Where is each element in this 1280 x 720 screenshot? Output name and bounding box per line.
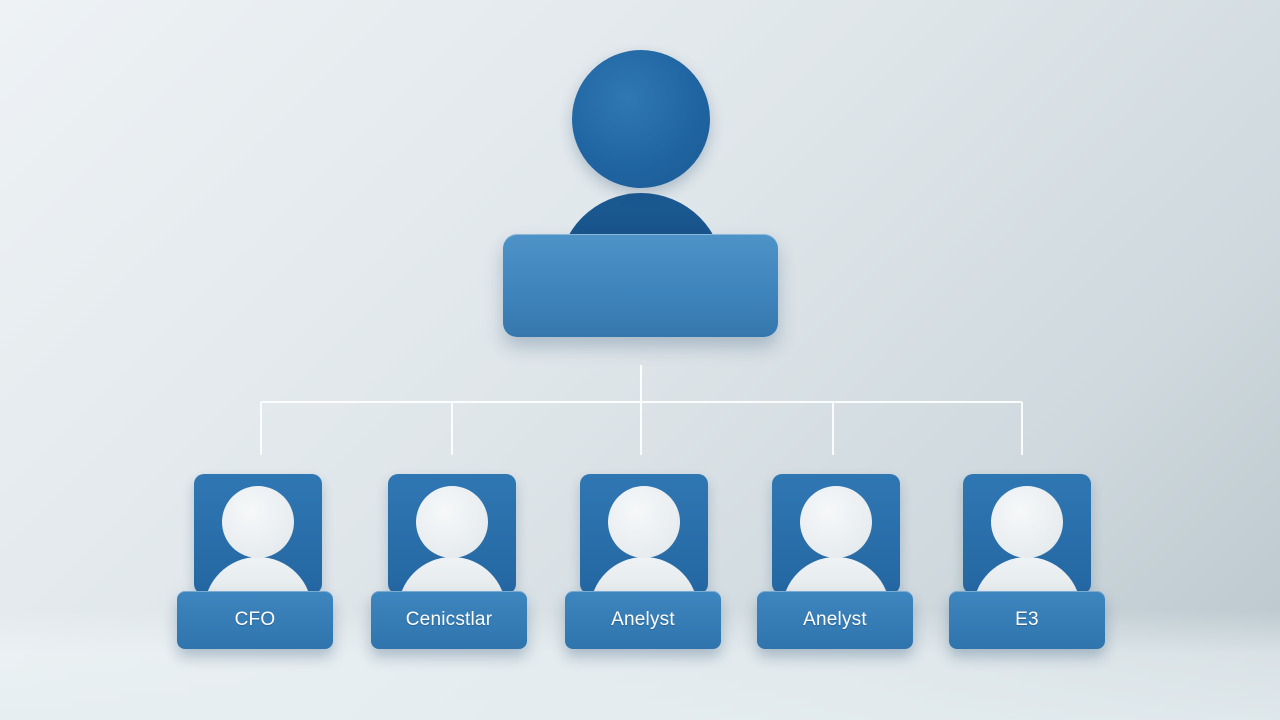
person-icon (222, 486, 294, 558)
person-card (580, 474, 708, 594)
person-body (782, 557, 890, 594)
person-icon (416, 486, 488, 558)
child-label: Anelyst (565, 591, 721, 649)
person-icon (991, 486, 1063, 558)
person-body (398, 557, 506, 594)
child-label: E3 (949, 591, 1105, 649)
child-label: Anelyst (757, 591, 913, 649)
person-body (204, 557, 312, 594)
person-body (973, 557, 1081, 594)
child-label: CFO (177, 591, 333, 649)
person-card (963, 474, 1091, 594)
person-body (590, 557, 698, 594)
person-icon (800, 486, 872, 558)
person-card (388, 474, 516, 594)
person-card (194, 474, 322, 594)
person-card (772, 474, 900, 594)
person-icon (608, 486, 680, 558)
person-icon (572, 50, 710, 188)
root-title-box (503, 234, 778, 337)
child-label: Cenicstlar (371, 591, 527, 649)
